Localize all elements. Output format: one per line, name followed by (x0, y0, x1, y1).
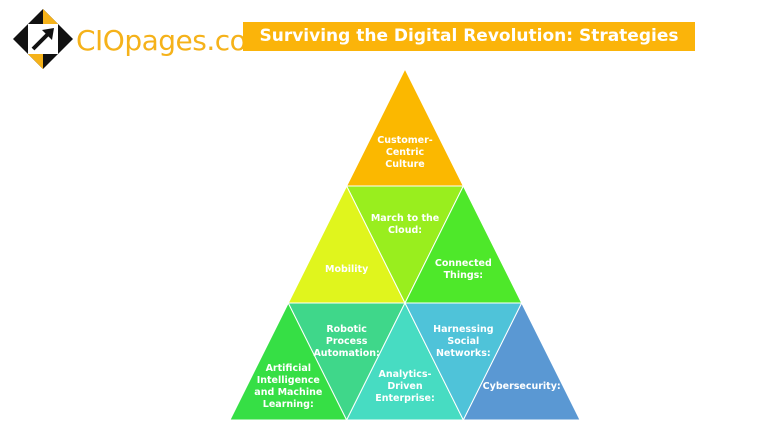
cio-logo-icon (13, 9, 73, 69)
segment-label-cybersecurity: Cybersecurity: (482, 381, 561, 393)
segment-label-customer-centric-culture: Customer-Centric Culture (377, 135, 433, 171)
segment-label-connected-things: Connected Things: (434, 258, 492, 282)
pyramid-segment-cybersecurity (462, 301, 581, 421)
segment-label-mobility: Mobility (324, 264, 369, 276)
segment-label-march-to-the-cloud: March to the Cloud: (370, 212, 440, 236)
segment-label-analytics-driven-enterprise: Analytics-Driven Enterprise: (375, 369, 435, 405)
logo-text: CIOpages.com (76, 24, 274, 57)
page-title: Surviving the Digital Revolution: Strate… (243, 22, 695, 75)
segment-label-ai-and-machine-learning: Artificial Intelligence and Machine Lear… (254, 363, 323, 411)
segment-label-robotic-process-automation: Robotic Process Automation: (313, 323, 380, 359)
segment-label-harnessing-social-networks: Harnessing Social Networks: (433, 323, 494, 359)
